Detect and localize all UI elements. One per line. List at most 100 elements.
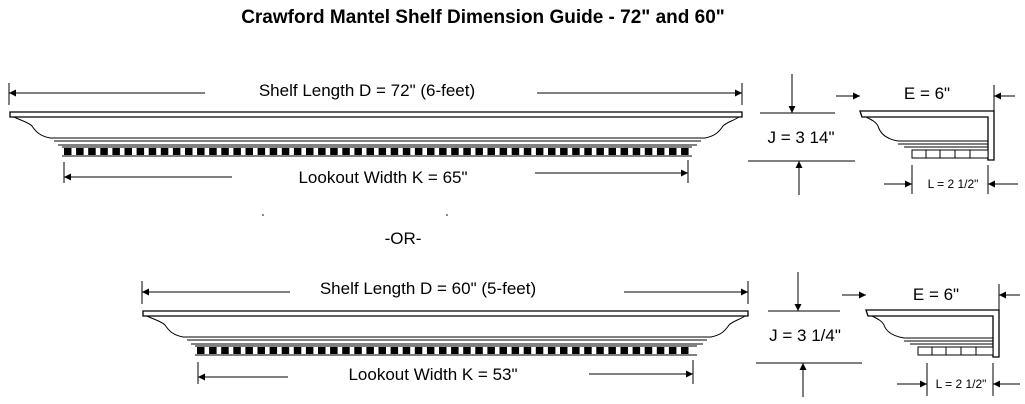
dentil-block bbox=[414, 347, 423, 354]
dentil-block bbox=[632, 347, 641, 354]
dentil-block bbox=[427, 148, 435, 155]
dentil-block bbox=[257, 347, 265, 354]
dentil-block bbox=[547, 347, 556, 354]
dentil-block bbox=[426, 347, 435, 354]
dentil-block bbox=[560, 148, 568, 155]
dentil-block bbox=[378, 148, 387, 155]
dentil-block bbox=[463, 148, 471, 155]
dentil-block bbox=[560, 347, 568, 354]
dentil-block bbox=[390, 148, 399, 155]
dentil-block bbox=[644, 148, 653, 155]
shelf-72-group: Shelf Length D = 72" (6-feet) Lookout Wi… bbox=[8, 74, 1018, 195]
dentil-block bbox=[378, 347, 386, 354]
dentil-block bbox=[681, 148, 689, 155]
dentil-block bbox=[318, 347, 326, 354]
height-j-label: J = 3 14" bbox=[768, 128, 835, 147]
dentil-block bbox=[475, 347, 483, 354]
dentil-block bbox=[185, 148, 193, 155]
dentil-block bbox=[584, 148, 592, 155]
dentil-block bbox=[681, 347, 689, 354]
dentil-block bbox=[354, 148, 362, 155]
dentil-block bbox=[245, 347, 253, 354]
dentil-block bbox=[221, 148, 229, 155]
dentil-block bbox=[209, 148, 217, 155]
dentil-block bbox=[402, 347, 411, 354]
dentil-block bbox=[451, 347, 459, 354]
dentil-block bbox=[160, 148, 169, 155]
dentil-block bbox=[342, 347, 350, 354]
dentil-block bbox=[293, 148, 302, 155]
dentil-block bbox=[608, 347, 616, 354]
dentil-block bbox=[596, 148, 604, 155]
depth-e-label: E = 6" bbox=[904, 84, 950, 103]
dentil-block bbox=[499, 347, 507, 354]
dentil-block bbox=[330, 148, 338, 155]
dentil-block bbox=[76, 148, 84, 155]
dentil-block bbox=[487, 347, 495, 354]
shelf-60-group: Shelf Length D = 60" (5-feet) Lookout Wi… bbox=[141, 272, 1020, 397]
dentil-block bbox=[414, 148, 423, 155]
dentil-block bbox=[402, 148, 411, 155]
dentil-block bbox=[511, 148, 520, 155]
dentil-block bbox=[656, 347, 665, 354]
dentil-block bbox=[233, 347, 241, 354]
shelf-length-label: Shelf Length D = 60" (5-feet) bbox=[320, 279, 536, 298]
dentil-block bbox=[572, 347, 580, 354]
dentil-block bbox=[330, 347, 338, 354]
dentil-block bbox=[209, 347, 217, 354]
dentil-block bbox=[535, 347, 544, 354]
dentil-block bbox=[245, 148, 253, 155]
ledge-l-label: L = 2 1/2" bbox=[928, 177, 979, 191]
dentil-block bbox=[644, 347, 653, 354]
dentil-block bbox=[632, 148, 641, 155]
diagram-title: Crawford Mantel Shelf Dimension Guide - … bbox=[241, 7, 725, 28]
dentil-block bbox=[669, 148, 677, 155]
dentil-block bbox=[257, 148, 266, 155]
dentil-block bbox=[88, 148, 96, 155]
dentil-block bbox=[172, 148, 181, 155]
dentil-block bbox=[439, 148, 447, 155]
dentil-block bbox=[584, 347, 592, 354]
dentil-block bbox=[451, 148, 459, 155]
dentil-block bbox=[620, 347, 628, 354]
dentil-block bbox=[656, 148, 665, 155]
dentil-block bbox=[100, 148, 108, 155]
dentil-block bbox=[572, 148, 580, 155]
mantel-side-profile: E = 6" L = 2 1/2" bbox=[836, 84, 1018, 194]
dentil-block bbox=[668, 347, 677, 354]
dentil-block bbox=[511, 347, 520, 354]
dentil-block bbox=[366, 148, 374, 155]
dentil-block bbox=[487, 148, 495, 155]
dentil-block bbox=[221, 347, 229, 354]
dentil-block bbox=[124, 148, 132, 155]
dentil-block bbox=[197, 347, 205, 354]
or-separator: -OR- bbox=[385, 229, 422, 248]
dentil-block bbox=[548, 148, 556, 155]
dentil-block bbox=[523, 148, 532, 155]
dentil-block bbox=[306, 148, 314, 155]
dentil-block bbox=[366, 347, 374, 354]
dentil-block bbox=[354, 347, 362, 354]
dentil-block bbox=[64, 148, 72, 155]
lookout-width-label: Lookout Width K = 53" bbox=[348, 365, 517, 384]
dentil-block bbox=[620, 148, 629, 155]
mantel-side-profile: E = 6" L = 2 1/2" bbox=[842, 284, 1020, 396]
dentil-block bbox=[281, 148, 290, 155]
dentil-block bbox=[475, 148, 483, 155]
dentil-block bbox=[342, 148, 350, 155]
dentil-block bbox=[293, 347, 302, 354]
dentil-block bbox=[269, 148, 278, 155]
mantel-front-profile bbox=[142, 310, 749, 356]
dentil-block bbox=[390, 347, 399, 354]
dentil-block bbox=[535, 148, 544, 155]
mantel-front-profile bbox=[9, 111, 743, 157]
dentil-block bbox=[463, 347, 471, 354]
dentil-block bbox=[233, 148, 241, 155]
dentil-block bbox=[148, 148, 157, 155]
dentil-block bbox=[281, 347, 290, 354]
dentil-block bbox=[269, 347, 278, 354]
dentil-block bbox=[523, 347, 532, 354]
dentil-block bbox=[499, 148, 508, 155]
shelf-length-label: Shelf Length D = 72" (6-feet) bbox=[259, 81, 475, 100]
